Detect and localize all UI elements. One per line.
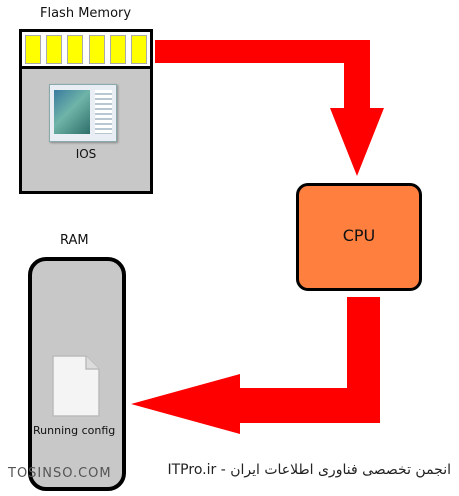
cpu-label: CPU: [342, 226, 376, 245]
flash-pin: [131, 34, 148, 64]
ios-label: IOS: [75, 147, 97, 161]
watermark-right: ITPro.ir - انجمن تخصصی فناوری اطلاعات ای…: [167, 462, 452, 478]
flash-pin: [109, 34, 126, 64]
watermark-left: TOSINSO.COM: [8, 466, 112, 481]
flash-card-pins: [22, 32, 150, 69]
arrow-cpu-to-ram: [131, 297, 380, 434]
ios-image-icon: [49, 84, 117, 142]
flash-pin: [45, 34, 62, 64]
flash-pin: [88, 34, 105, 64]
ram-box: [28, 257, 126, 491]
flash-memory-title: Flash Memory: [40, 6, 132, 21]
flash-pin: [67, 34, 84, 64]
flash-pin: [24, 34, 41, 64]
running-config-label: Running config: [33, 424, 116, 437]
document-icon: [52, 355, 100, 417]
arrow-flash-to-cpu: [155, 40, 384, 176]
cpu-box: CPU: [296, 183, 422, 291]
flash-memory-card: IOS: [19, 29, 153, 194]
ram-title: RAM: [60, 233, 89, 248]
